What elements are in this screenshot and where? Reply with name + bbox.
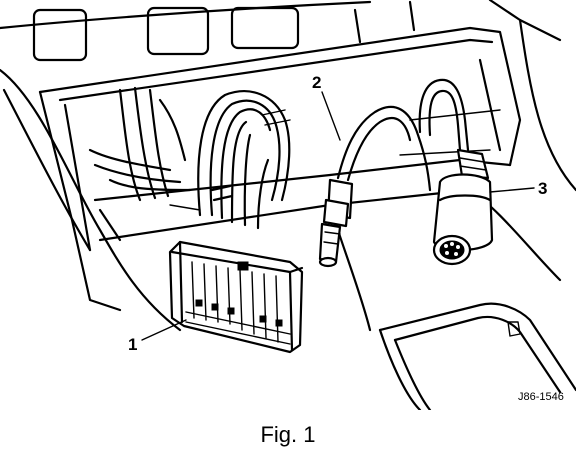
antenna-plug	[318, 178, 354, 268]
wire-bundle-left	[88, 86, 192, 202]
multi-pin-connector	[168, 240, 304, 354]
figure-caption: Fig. 1	[260, 422, 316, 447]
reference-code: J86-1546	[518, 391, 564, 403]
callout-label-3: 3	[538, 179, 547, 198]
lower-right-panel	[378, 302, 576, 410]
dashboard-panel	[0, 0, 576, 332]
callout-label-2: 2	[312, 73, 321, 92]
callout-leaders	[141, 91, 535, 341]
wiring-diagram: 1 2 3 J86-1546	[0, 0, 576, 410]
round-din-connector	[432, 148, 494, 266]
harness-loop	[197, 90, 291, 230]
antenna-cable	[336, 78, 470, 192]
callout-label-1: 1	[128, 335, 137, 354]
